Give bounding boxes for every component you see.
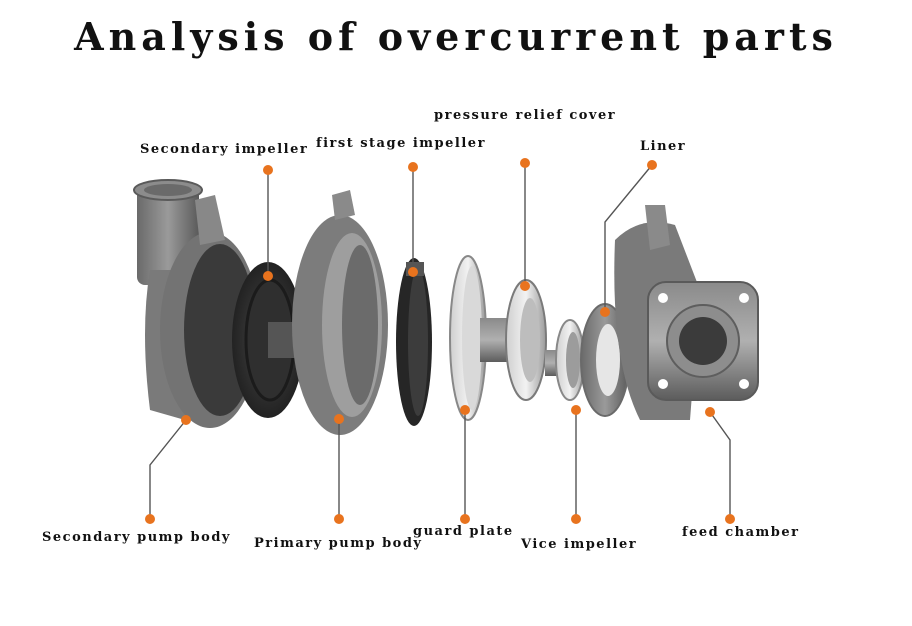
leader-lines	[149, 163, 731, 519]
marker-pressure-relief-cover-top	[520, 158, 530, 168]
marker-feed-chamber-bottom	[725, 514, 735, 524]
pressure-relief-cover-part	[480, 279, 547, 401]
primary-pump-body-part	[292, 190, 388, 435]
feed-chamber-part	[614, 205, 759, 420]
marker-dots	[145, 158, 735, 524]
marker-secondary-impeller	[263, 271, 273, 281]
label-liner: Liner	[640, 139, 687, 154]
label-feed-chamber: feed chamber	[682, 525, 800, 540]
marker-secondary-impeller-top	[263, 165, 273, 175]
vice-impeller-part	[545, 319, 585, 401]
marker-first-stage-impeller	[408, 267, 418, 277]
marker-feed-chamber	[705, 407, 715, 417]
label-secondary-pump-body: Secondary pump body	[42, 530, 231, 545]
label-guard-plate: guard plate	[413, 524, 514, 539]
marker-guard-plate	[460, 405, 470, 415]
secondary-pump-body-part	[133, 179, 260, 428]
marker-pressure-relief-cover	[520, 281, 530, 291]
marker-primary-pump-body	[334, 414, 344, 424]
marker-liner	[600, 307, 610, 317]
page-title: Analysis of overcurrent parts	[74, 14, 838, 59]
marker-vice-impeller-bottom	[571, 514, 581, 524]
label-pressure-relief-cover: pressure relief cover	[434, 108, 617, 123]
marker-primary-pump-body-bottom	[334, 514, 344, 524]
marker-secondary-pump-body-bottom	[145, 514, 155, 524]
marker-first-stage-impeller-top	[408, 162, 418, 172]
marker-vice-impeller	[571, 405, 581, 415]
marker-secondary-pump-body	[181, 415, 191, 425]
marker-liner-top	[647, 160, 657, 170]
label-vice-impeller: Vice impeller	[521, 537, 638, 552]
marker-guard-plate-bottom	[460, 514, 470, 524]
first-stage-impeller-part	[396, 258, 432, 426]
label-first-stage-impeller: first stage impeller	[316, 136, 486, 151]
liner-part	[580, 303, 630, 417]
guard-plate-part	[449, 255, 487, 421]
label-primary-pump-body: Primary pump body	[254, 536, 423, 551]
label-secondary-impeller: Secondary impeller	[140, 142, 309, 157]
